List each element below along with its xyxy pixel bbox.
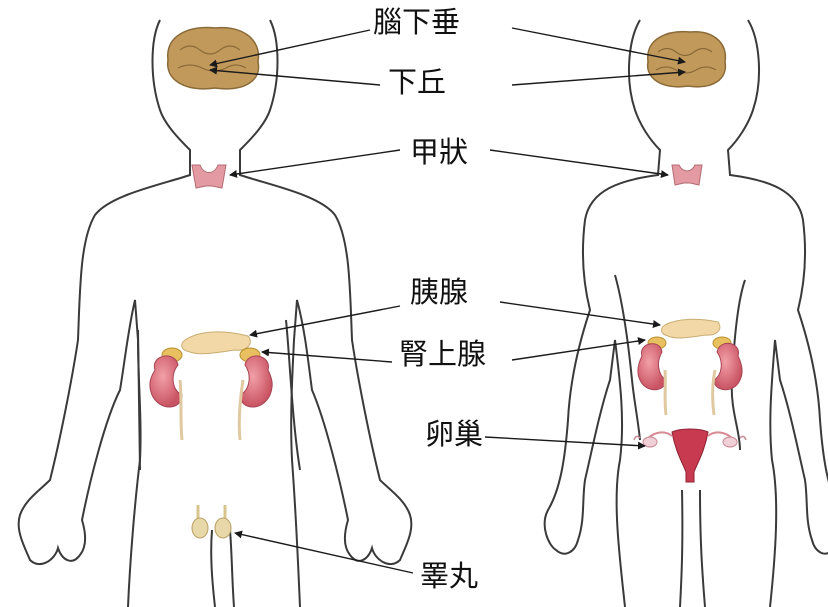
arrow-thyroid-female (490, 150, 668, 175)
female-uterus-ovaries (634, 429, 746, 482)
male-kidney-left (150, 348, 182, 440)
label-pancreas: 胰腺 (410, 278, 468, 307)
female-pancreas (662, 319, 720, 338)
label-ovary: 卵巢 (425, 420, 483, 449)
male-body (19, 20, 412, 607)
label-thyroid: 甲狀 (410, 138, 468, 167)
arrow-testis (235, 533, 413, 573)
arrow-pancreas-male (250, 306, 400, 335)
male-arm-inner-left (138, 330, 140, 470)
female-thyroid (672, 165, 702, 185)
male-kidney-right (239, 348, 272, 440)
label-testis: 睪丸 (420, 562, 478, 591)
female-body (545, 20, 828, 607)
female-arm-inner-left (615, 275, 640, 440)
label-adrenal: 腎上腺 (399, 340, 486, 369)
arrow-adrenal-female (512, 340, 645, 360)
label-hypothalamus: 下丘 (388, 68, 446, 97)
female-brain (648, 32, 726, 87)
label-pituitary: 腦下垂 (373, 8, 460, 37)
arrow-pancreas-female (500, 302, 660, 325)
arrow-thyroid-male (230, 150, 400, 175)
male-thyroid (192, 165, 226, 188)
female-kidney-left (638, 337, 666, 415)
arrow-adrenal-male (262, 352, 392, 362)
female-kidney-right (713, 337, 743, 415)
female-silhouette (545, 20, 828, 607)
male-brain (168, 27, 259, 88)
male-pancreas (182, 332, 251, 354)
male-silhouette (19, 20, 412, 607)
